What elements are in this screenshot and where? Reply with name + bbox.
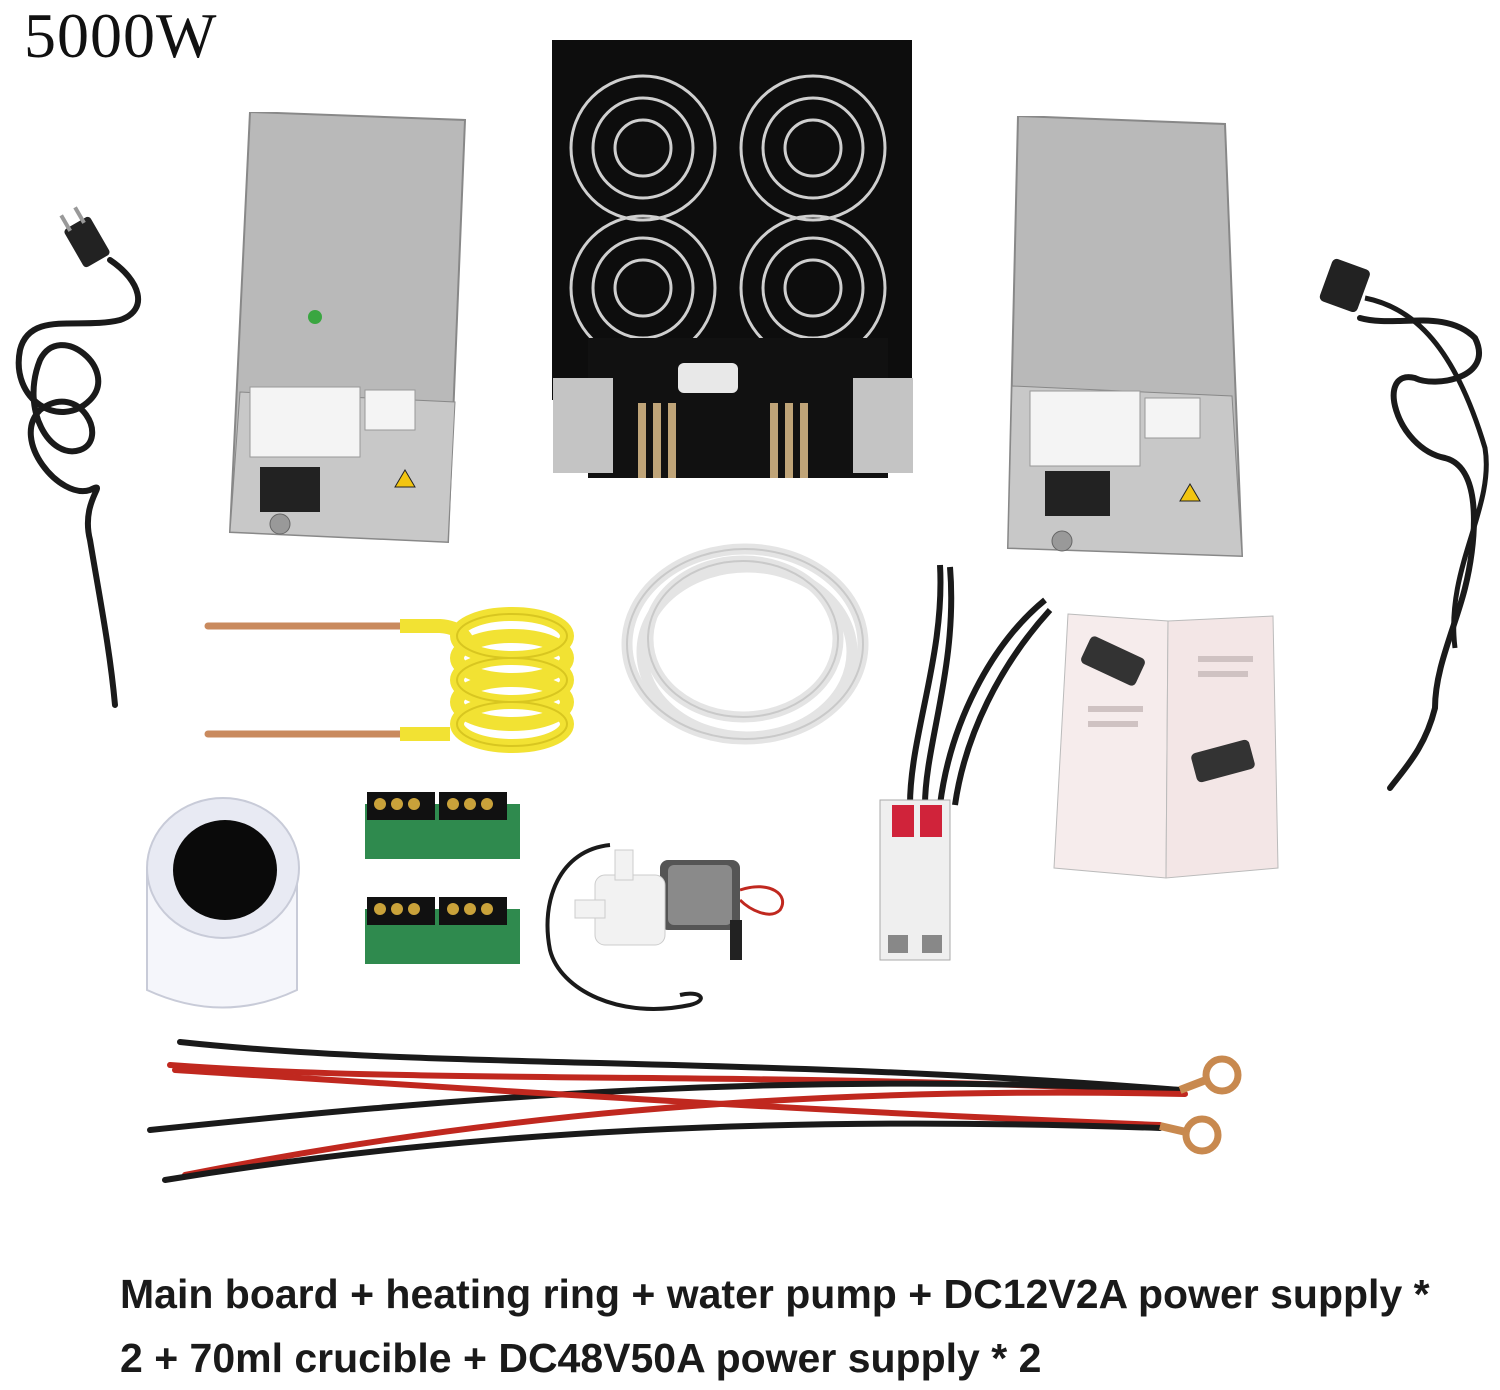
adapter-box-graphic bbox=[1053, 613, 1279, 879]
connection-cables-graphic bbox=[147, 1039, 1242, 1183]
power-cord-left bbox=[0, 200, 170, 720]
silicone-tube bbox=[615, 534, 875, 764]
silicone-tube-graphic bbox=[621, 543, 869, 745]
crucible-graphic bbox=[146, 797, 300, 1009]
water-pump bbox=[540, 820, 800, 1030]
main-board-with-fans bbox=[538, 38, 926, 488]
power-supply-right bbox=[1000, 116, 1250, 576]
main-board-graphic bbox=[552, 40, 913, 478]
power-supply-left-graphic bbox=[228, 112, 467, 544]
adapter-box-pair bbox=[1048, 606, 1283, 882]
circuit-breaker-graphic bbox=[879, 564, 1053, 961]
power-cord-left-graphic bbox=[15, 206, 142, 708]
heating-coil bbox=[200, 596, 580, 766]
power-cord-right bbox=[1305, 248, 1500, 798]
power-rating-title: 5000W bbox=[24, 0, 218, 71]
circuit-breaker bbox=[870, 555, 1070, 965]
heating-coil-graphic bbox=[204, 607, 574, 753]
power-supply-right-graphic bbox=[1006, 116, 1244, 558]
terminal-board-graphic bbox=[365, 792, 520, 964]
power-cord-right-graphic bbox=[1319, 258, 1489, 791]
crucible bbox=[135, 790, 310, 1018]
water-pump-graphic bbox=[545, 843, 784, 1011]
product-contents-caption: Main board + heating ring + water pump +… bbox=[120, 1271, 1430, 1381]
power-supply-left bbox=[220, 112, 470, 562]
terminal-board-pair bbox=[355, 784, 525, 974]
connection-cables bbox=[140, 1030, 1250, 1190]
